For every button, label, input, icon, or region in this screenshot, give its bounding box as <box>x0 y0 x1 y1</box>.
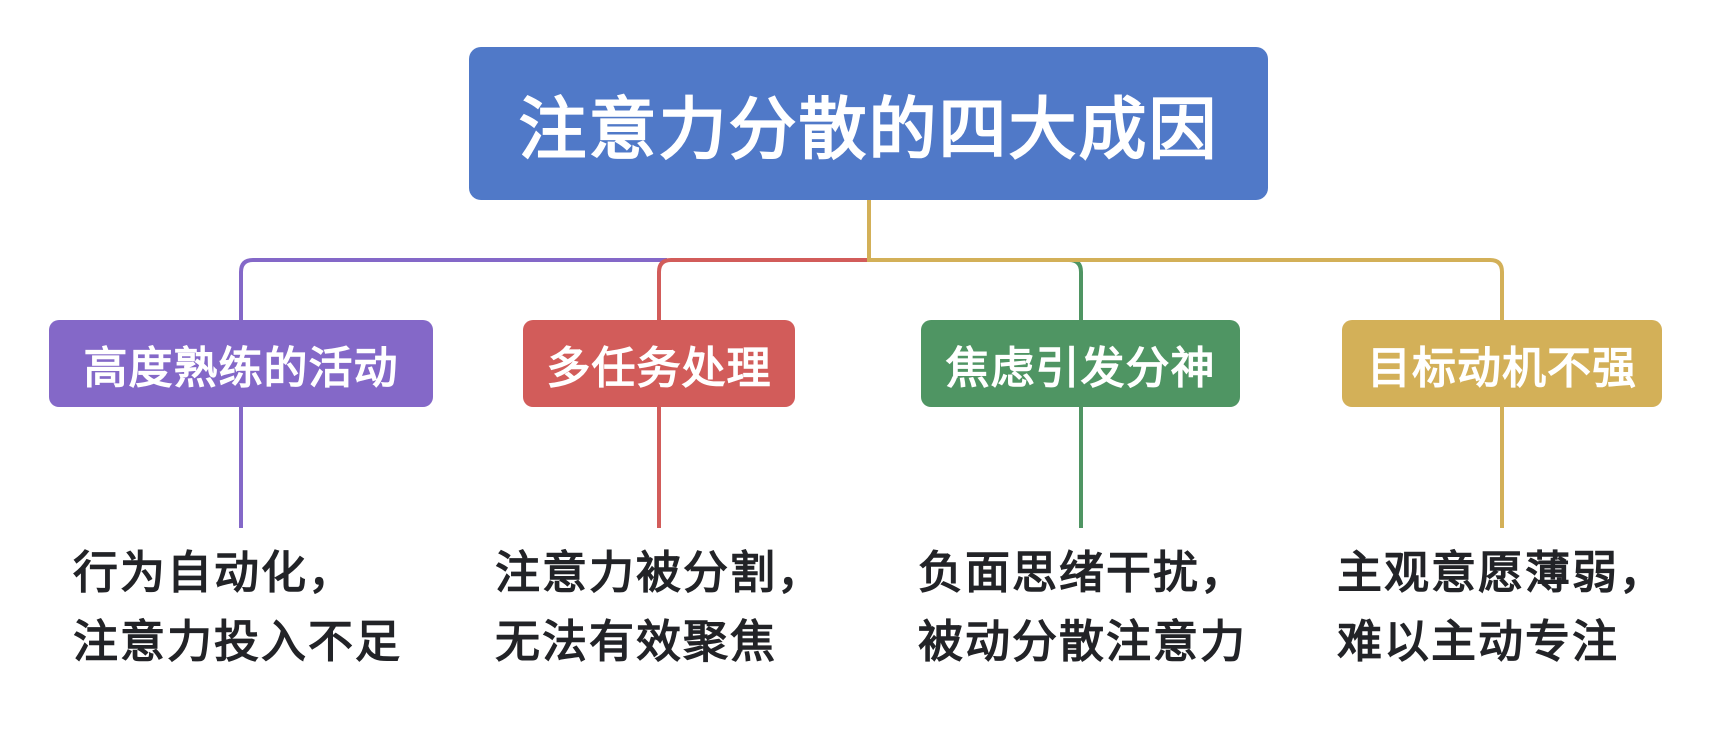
branch-3-description[interactable]: 负面思绪干扰， 被动分散注意力 <box>918 538 1247 676</box>
root-topic[interactable]: 注意力分散的四大成因 <box>469 47 1268 200</box>
description-line: 无法有效聚焦 <box>495 615 778 668</box>
branch-topic-3[interactable]: 焦虑引发分神 <box>921 320 1240 407</box>
branch-topic-1-label: 高度熟练的活动 <box>83 342 399 394</box>
branch-2-description[interactable]: 注意力被分割， 无法有效聚焦 <box>495 538 824 676</box>
connector-branch-3 <box>1068 258 1083 320</box>
connector-branch-1 <box>239 258 667 320</box>
branch-topic-4-label: 目标动机不强 <box>1367 342 1637 394</box>
description-line: 主观意愿薄弱， <box>1337 546 1667 599</box>
description-line: 负面思绪干扰， <box>918 546 1248 599</box>
branch-topic-1[interactable]: 高度熟练的活动 <box>49 320 433 407</box>
branch-topic-4[interactable]: 目标动机不强 <box>1342 320 1662 407</box>
branch-topic-2[interactable]: 多任务处理 <box>523 320 795 407</box>
branch-topic-3-label: 焦虑引发分神 <box>945 342 1216 394</box>
description-line: 注意力被分割， <box>495 546 825 599</box>
branch-4-description[interactable]: 主观意愿薄弱， 难以主动专注 <box>1337 538 1666 676</box>
description-line: 被动分散注意力 <box>918 615 1248 668</box>
description-line: 注意力投入不足 <box>73 615 403 668</box>
connector-branch-2 <box>657 258 869 320</box>
description-line: 行为自动化， <box>73 546 356 599</box>
root-topic-title: 注意力分散的四大成因 <box>518 91 1219 170</box>
branch-topic-2-label: 多任务处理 <box>546 342 772 394</box>
connector-branch-4 <box>867 258 1504 320</box>
description-line: 难以主动专注 <box>1337 615 1620 668</box>
branch-1-description[interactable]: 行为自动化， 注意力投入不足 <box>73 538 402 676</box>
